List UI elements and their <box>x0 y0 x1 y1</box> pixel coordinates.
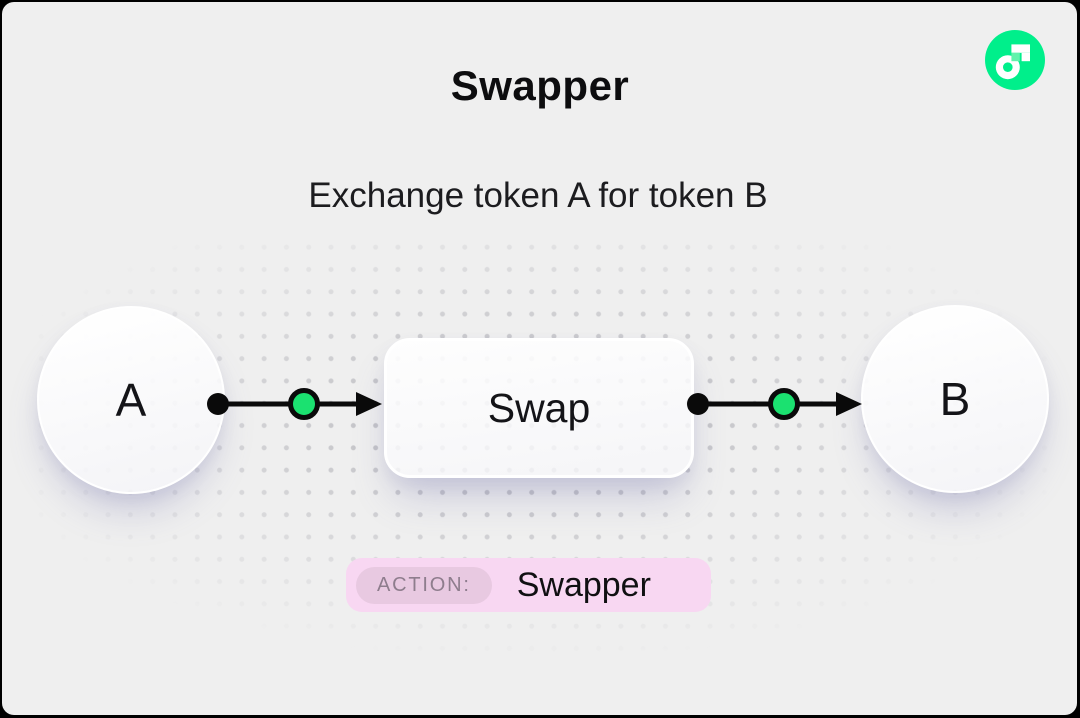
connection-dot <box>687 393 709 415</box>
token-b-node: B <box>861 305 1049 493</box>
green-transfer-dot <box>768 388 800 420</box>
swap-label: Swap <box>487 384 591 431</box>
arrowhead-icon <box>836 392 862 416</box>
token-a-node: A <box>37 306 225 494</box>
action-badge: ACTION: Swapper <box>346 558 711 612</box>
arrowhead-icon <box>356 392 382 416</box>
swap-process-node: Swap <box>384 338 694 478</box>
green-transfer-dot <box>288 388 320 420</box>
action-badge-value: Swapper <box>516 565 651 604</box>
token-a-label: A <box>115 374 147 426</box>
connection-dot <box>207 393 229 415</box>
action-badge-label: ACTION: <box>356 566 492 604</box>
flow-logo-icon <box>985 30 1045 90</box>
page-subtitle: Exchange token A for token B <box>308 176 768 215</box>
page-title: Swapper <box>450 62 630 109</box>
token-b-label: B <box>939 373 971 425</box>
arrow-connector-right <box>687 388 862 420</box>
arrow-connector-left <box>207 388 382 420</box>
